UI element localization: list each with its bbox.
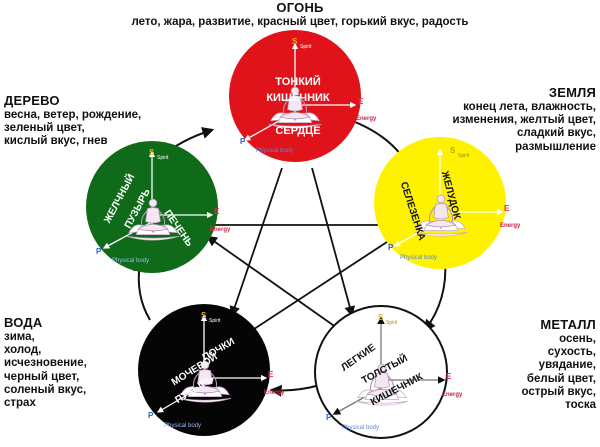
earth-desc-line: сладкий вкус, [516, 127, 596, 140]
water-physical-label: Physical body [164, 423, 201, 429]
water-e-label: E [268, 370, 274, 379]
wood-element: ЖЕЛЧНЫЙ ПУЗЫРЬ ПЕЧЕНЬ S Spirit E Energy … [86, 141, 231, 273]
water-element: ПОЧКИ МОЧЕВОЙ ПУЗЫРЬ S Spirit E Energy P… [138, 304, 285, 436]
metal-title: МЕТАЛЛ [540, 317, 596, 332]
metal-spirit-label: Spirit [386, 320, 398, 326]
water-desc-line: холод, [4, 344, 42, 357]
water-desc-line: зима, [4, 330, 35, 343]
earth-element: ЖЕЛУДОК СЕЛЕЗЕНКА S Spirit E Energy P Ph… [374, 137, 521, 269]
water-p-label: P [148, 411, 154, 420]
water-desc-line: страх [4, 397, 36, 410]
metal-info: МЕТАЛЛ осень, сухость, увядание, белый ц… [460, 317, 596, 412]
water-desc-line: соленый вкус, [4, 383, 87, 396]
water-spirit-label: Spirit [209, 318, 221, 324]
water-info: ВОДА зима, холод, исчезновение, черный ц… [4, 315, 144, 410]
wood-e-label: E [214, 207, 220, 216]
fire-title: ОГОНЬ [276, 0, 324, 15]
fire-element: ТОНКИЙ КИШЕЧНИК СЕРДЦЕ S Spirit E Energy… [229, 30, 377, 162]
control-star [202, 167, 391, 337]
metal-desc-line: увядание, [538, 359, 596, 372]
fire-e-label: E [358, 97, 364, 106]
fire-organ-line1: ТОНКИЙ [275, 75, 321, 88]
metal-element: ЛЕГКИЕ ТОЛСТЫЙ КИШЕЧНИК S Spirit E Energ… [314, 305, 463, 439]
earth-e-label: E [504, 204, 510, 213]
earth-p-label: P [388, 243, 394, 252]
fire-physical-label: Physical body [256, 148, 293, 154]
wood-title: ДЕРЕВО [4, 93, 60, 108]
wood-physical-label: Physical body [112, 258, 149, 264]
earth-info: ЗЕМЛЯ конец лета, влажность, изменения, … [440, 85, 596, 154]
metal-desc-line: тоска [565, 399, 596, 412]
wood-spirit-label: Spirit [157, 155, 169, 161]
earth-desc-line: размышление [515, 140, 596, 153]
water-title: ВОДА [4, 315, 43, 330]
wood-desc-line: зеленый цвет, [4, 122, 85, 135]
wood-desc-line: весна, ветер, рождение, [4, 108, 142, 121]
wood-energy-label: Energy [210, 227, 231, 233]
metal-desc-line: осень, [559, 332, 596, 345]
metal-physical-label: Physical body [342, 425, 379, 431]
metal-e-label: E [446, 372, 452, 381]
earth-spirit-label: Spirit [458, 153, 470, 159]
water-desc-line: исчезновение, [4, 357, 87, 370]
fire-organ2: СЕРДЦЕ [275, 125, 320, 137]
wood-s-label: S [149, 148, 155, 157]
fire-organ-line2: КИШЕЧНИК [266, 92, 330, 104]
metal-p-label: P [326, 413, 332, 422]
fire-p-label: P [240, 137, 246, 146]
fire-info: ОГОНЬ лето, жара, развитие, красный цвет… [0, 0, 600, 29]
metal-desc-line: сухость, [547, 346, 596, 359]
earth-title: ЗЕМЛЯ [548, 85, 596, 100]
wood-desc-line: кислый вкус, гнев [4, 135, 108, 148]
earth-desc-line: изменения, желтый цвет, [452, 114, 596, 127]
earth-s-label: S [450, 146, 456, 155]
earth-physical-label: Physical body [400, 255, 437, 261]
wood-p-label: P [96, 247, 102, 256]
metal-desc-line: белый цвет, [526, 372, 596, 385]
earth-energy-label: Energy [500, 223, 521, 229]
fire-energy-label: Energy [356, 116, 377, 122]
fire-spirit-label: Spirit [300, 44, 312, 50]
fire-s-label: S [292, 37, 298, 46]
water-energy-label: Energy [264, 390, 285, 396]
earth-desc-line: конец лета, влажность, [463, 100, 596, 113]
wood-info: ДЕРЕВО весна, ветер, рождение, зеленый ц… [4, 93, 154, 149]
fire-desc-line: лето, жара, развитие, красный цвет, горь… [131, 15, 469, 28]
metal-desc-line: острый вкус, [521, 385, 596, 398]
water-s-label: S [201, 311, 207, 320]
water-desc-line: черный цвет, [4, 370, 80, 383]
metal-s-label: S [378, 313, 384, 322]
metal-energy-label: Energy [442, 392, 463, 398]
